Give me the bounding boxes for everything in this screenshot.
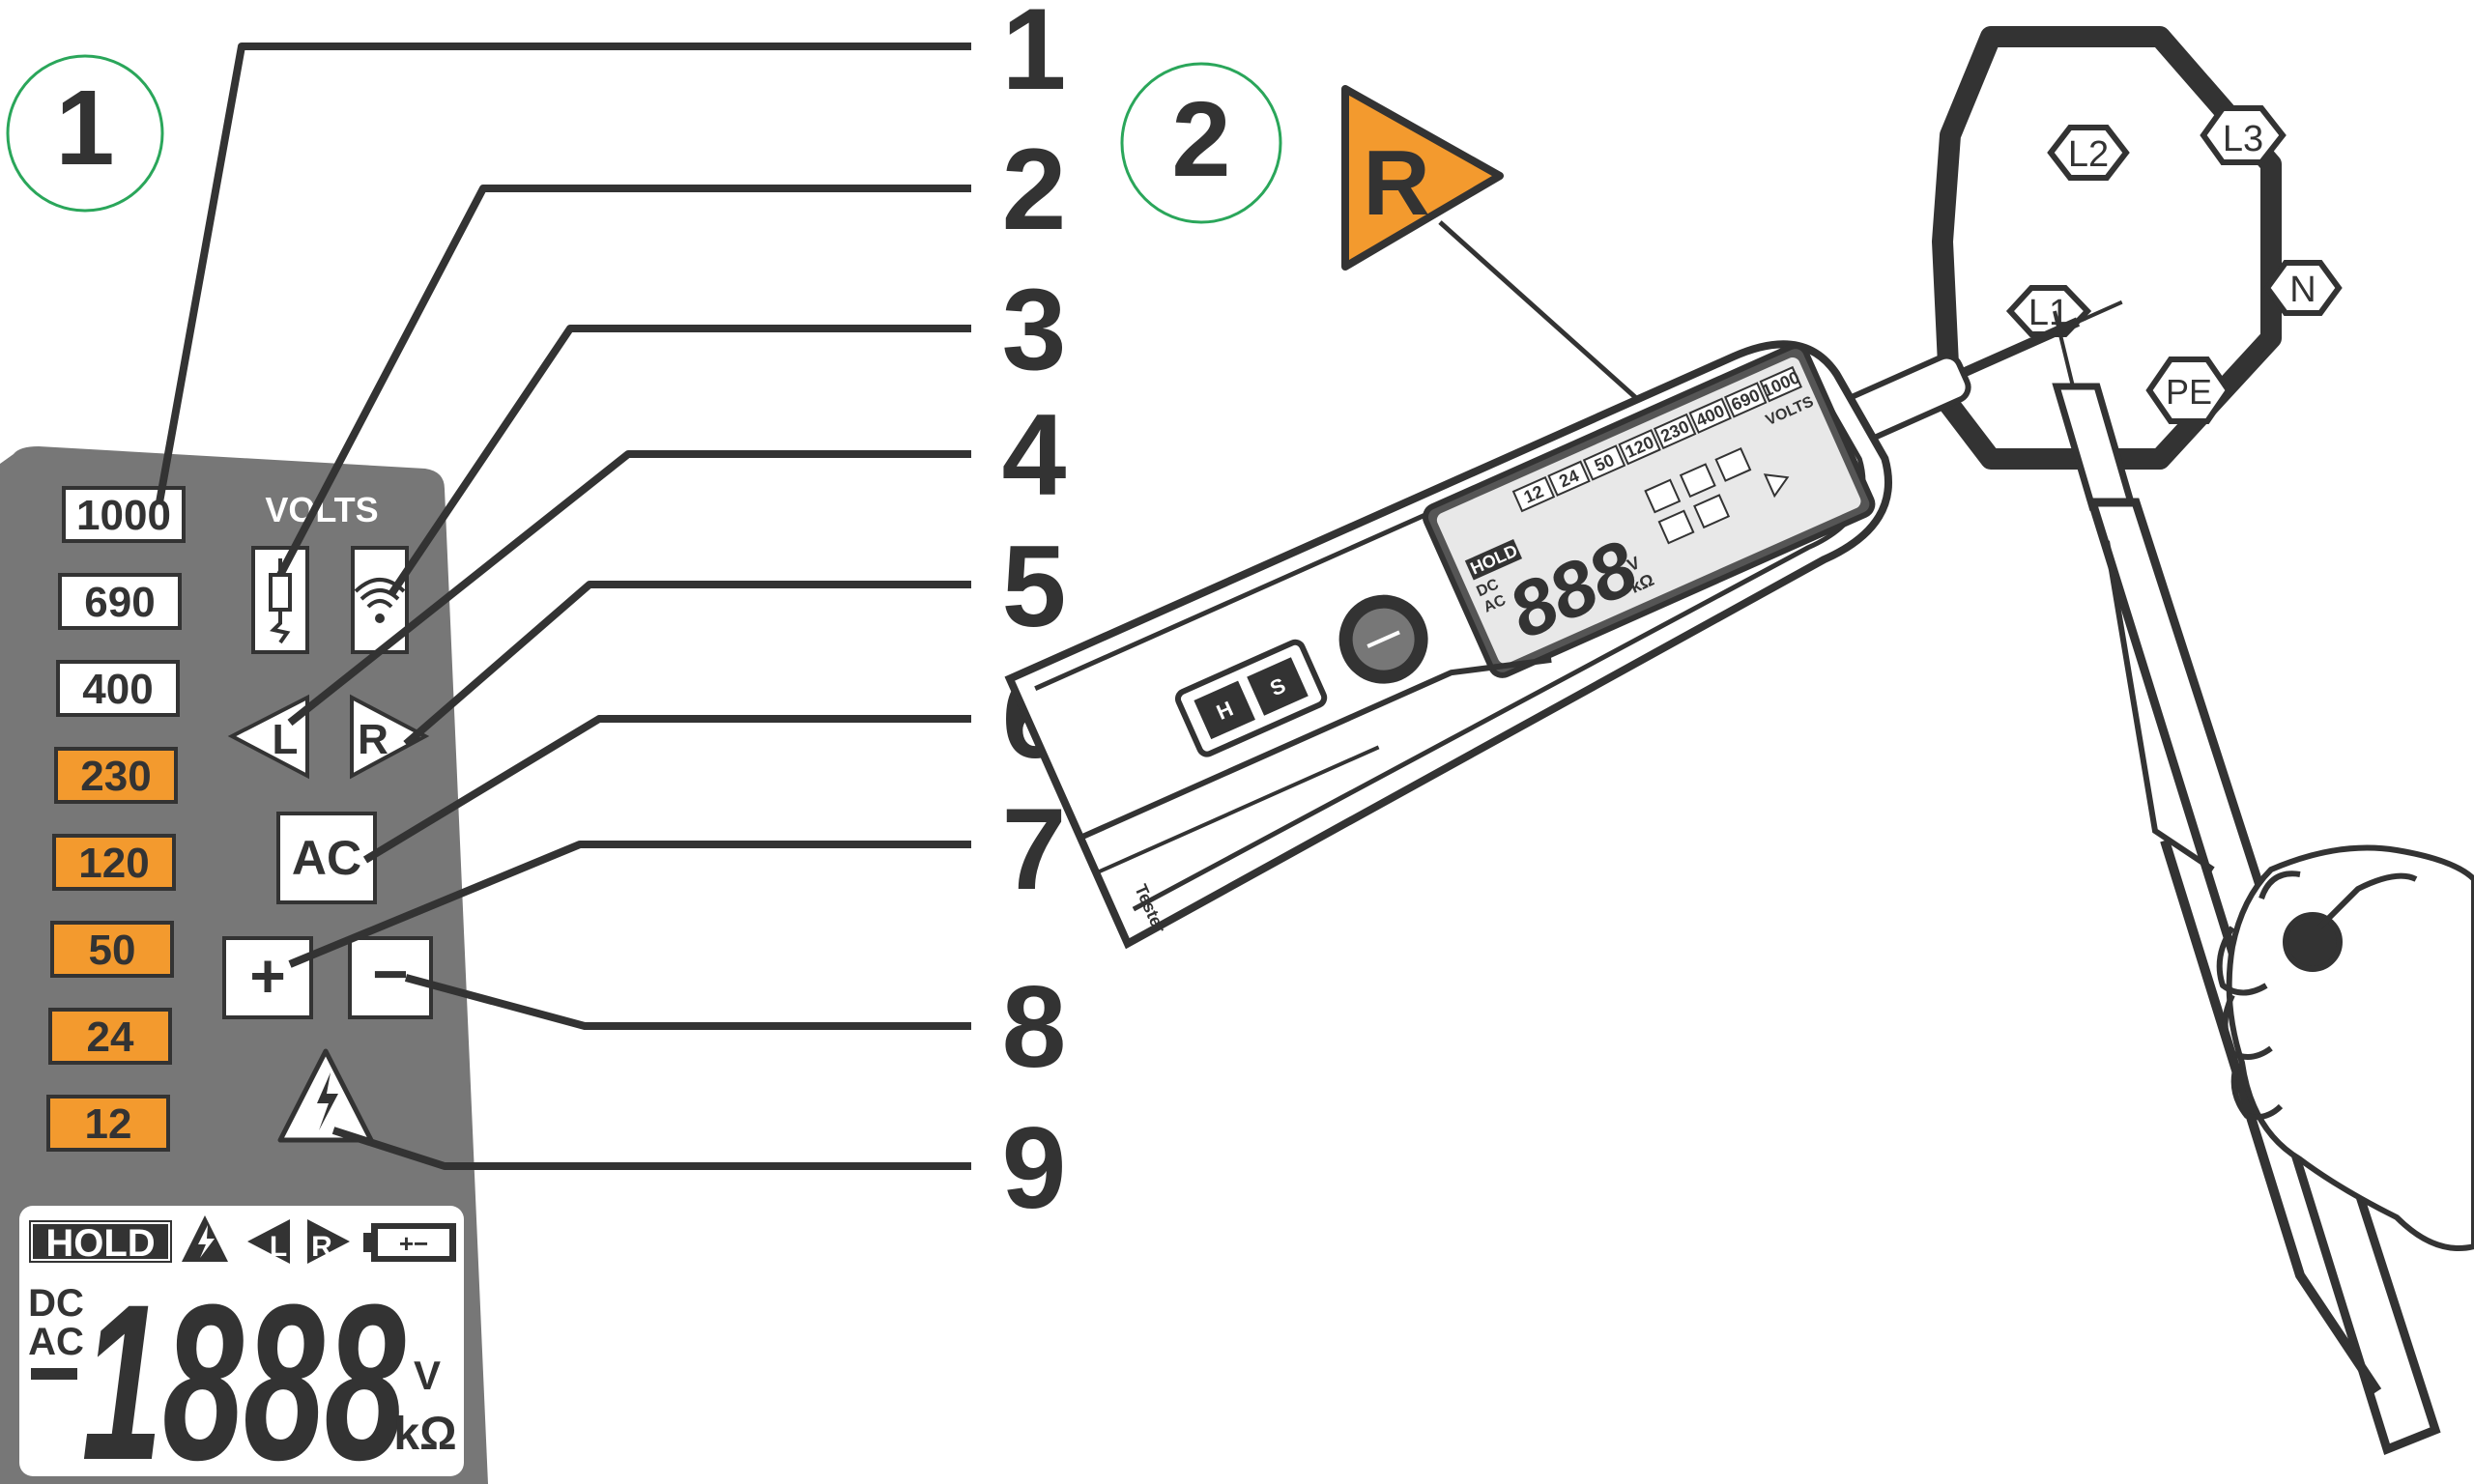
lcd-right-arrow-icon: R bbox=[307, 1219, 350, 1264]
lcd-unit-v: V bbox=[414, 1353, 441, 1398]
lcd-warning-icon bbox=[182, 1215, 228, 1262]
socket-pin: N bbox=[2263, 260, 2343, 316]
socket-pin: PE bbox=[2145, 357, 2232, 424]
socket-pins: L1 L2 L3 N PE bbox=[2005, 105, 2343, 424]
figure1-badge: 1 bbox=[6, 54, 164, 213]
callout-number: 3 bbox=[1002, 265, 1067, 394]
leader-4 bbox=[287, 450, 971, 727]
leader-7 bbox=[288, 841, 971, 968]
socket-outlet bbox=[1932, 26, 2282, 470]
socket-pin-label: L3 bbox=[2223, 119, 2263, 159]
volt-scale-label: 400 bbox=[82, 666, 153, 713]
volt-scale-item: 50 bbox=[50, 921, 174, 978]
continuity-icon bbox=[251, 546, 309, 654]
lcd-hold-label: HOLD bbox=[45, 1222, 155, 1265]
lcd-ac-label: AC bbox=[28, 1321, 84, 1363]
volt-scale-item: 400 bbox=[56, 660, 180, 717]
volt-scale-label: 230 bbox=[80, 753, 151, 800]
callout-numbers: 1 2 3 4 5 6 7 8 9 bbox=[1002, 0, 1067, 1233]
callout-leaders bbox=[156, 43, 971, 1170]
lcd-digits: 1888 bbox=[82, 1258, 406, 1484]
lcd-left-arrow-icon: L bbox=[247, 1219, 290, 1264]
lcd-dc-label: DC bbox=[28, 1282, 84, 1325]
socket-pin: L2 bbox=[2047, 125, 2130, 181]
volt-scale-item: 24 bbox=[48, 1008, 172, 1065]
volt-scale-label: 1000 bbox=[76, 492, 171, 539]
phase-right-icon: R bbox=[350, 694, 430, 780]
ac-label: AC bbox=[292, 831, 361, 885]
volt-scale-label: 12 bbox=[85, 1100, 132, 1148]
leader-3 bbox=[388, 325, 971, 597]
voltage-tester-device: 1000 690 400 230 120 50 24 12 VOLTS HOLD… bbox=[1004, 300, 2123, 950]
socket-pin-label: N bbox=[2289, 270, 2316, 310]
lcd-display: HOLD L R +− DC AC 1888 V kΩ bbox=[19, 1206, 464, 1484]
callout-number: 5 bbox=[1002, 522, 1067, 651]
lcd-battery-label: +− bbox=[399, 1229, 428, 1258]
callout-number: 1 bbox=[1002, 0, 1067, 114]
leader-2 bbox=[276, 185, 971, 577]
lcd-left-arrow-label: L bbox=[270, 1231, 287, 1263]
figure1-badge-number: 1 bbox=[55, 69, 114, 187]
hand-illustration bbox=[2216, 844, 2474, 1251]
phase-right-label: R bbox=[358, 716, 388, 763]
phase-left-icon: L bbox=[227, 694, 309, 780]
device-scale-item: 12 bbox=[1511, 475, 1556, 513]
volt-scale-item: 230 bbox=[54, 747, 178, 804]
callout-number: 4 bbox=[1002, 390, 1067, 520]
leader-8 bbox=[404, 974, 971, 1030]
lcd-unit-k: kΩ bbox=[393, 1409, 456, 1460]
volt-scale-label: 24 bbox=[87, 1013, 134, 1061]
socket-pin: L3 bbox=[2200, 105, 2287, 165]
volt-scale-label: 50 bbox=[89, 927, 136, 974]
figure2-badge: 2 bbox=[1120, 62, 1282, 224]
high-voltage-warning-icon bbox=[277, 1048, 374, 1143]
lcd-battery-icon: +− bbox=[363, 1223, 456, 1262]
callout-number: 9 bbox=[1002, 1103, 1067, 1233]
socket-pin-label: PE bbox=[2166, 372, 2212, 412]
socket-pin-label: L2 bbox=[2068, 134, 2109, 175]
plus-label: + bbox=[249, 941, 285, 1011]
callout-number: 7 bbox=[1002, 785, 1067, 914]
rotation-indicator-icon: R bbox=[1341, 85, 1504, 271]
device-scale-item: 50 bbox=[1582, 444, 1626, 481]
volt-scale-item: 120 bbox=[52, 834, 176, 891]
minus-label: − bbox=[372, 939, 408, 1009]
device-scale-item: 24 bbox=[1547, 460, 1591, 497]
volt-scale: 1000 690 400 230 120 50 24 12 bbox=[46, 486, 186, 1152]
volt-scale-label: 690 bbox=[84, 579, 155, 626]
leader-9 bbox=[331, 1127, 971, 1170]
callout-number: 2 bbox=[1002, 125, 1067, 254]
lcd-minus-sign bbox=[31, 1368, 77, 1380]
leader-5 bbox=[403, 581, 971, 748]
figure2-badge-number: 2 bbox=[1171, 80, 1230, 199]
volt-scale-item: 12 bbox=[46, 1095, 170, 1152]
minus-indicator: − bbox=[348, 936, 433, 1019]
volt-scale-label: 120 bbox=[78, 840, 149, 887]
ac-indicator: AC bbox=[276, 812, 377, 904]
leader-6 bbox=[362, 715, 971, 864]
volt-scale-item: 1000 bbox=[62, 486, 186, 543]
lcd-right-arrow-label: R bbox=[311, 1231, 332, 1263]
rotation-indicator-label: R bbox=[1363, 131, 1429, 235]
volt-scale-item: 690 bbox=[58, 573, 182, 630]
plus-indicator: + bbox=[222, 936, 313, 1019]
callout-number: 8 bbox=[1002, 962, 1067, 1092]
leader-1 bbox=[156, 43, 971, 503]
